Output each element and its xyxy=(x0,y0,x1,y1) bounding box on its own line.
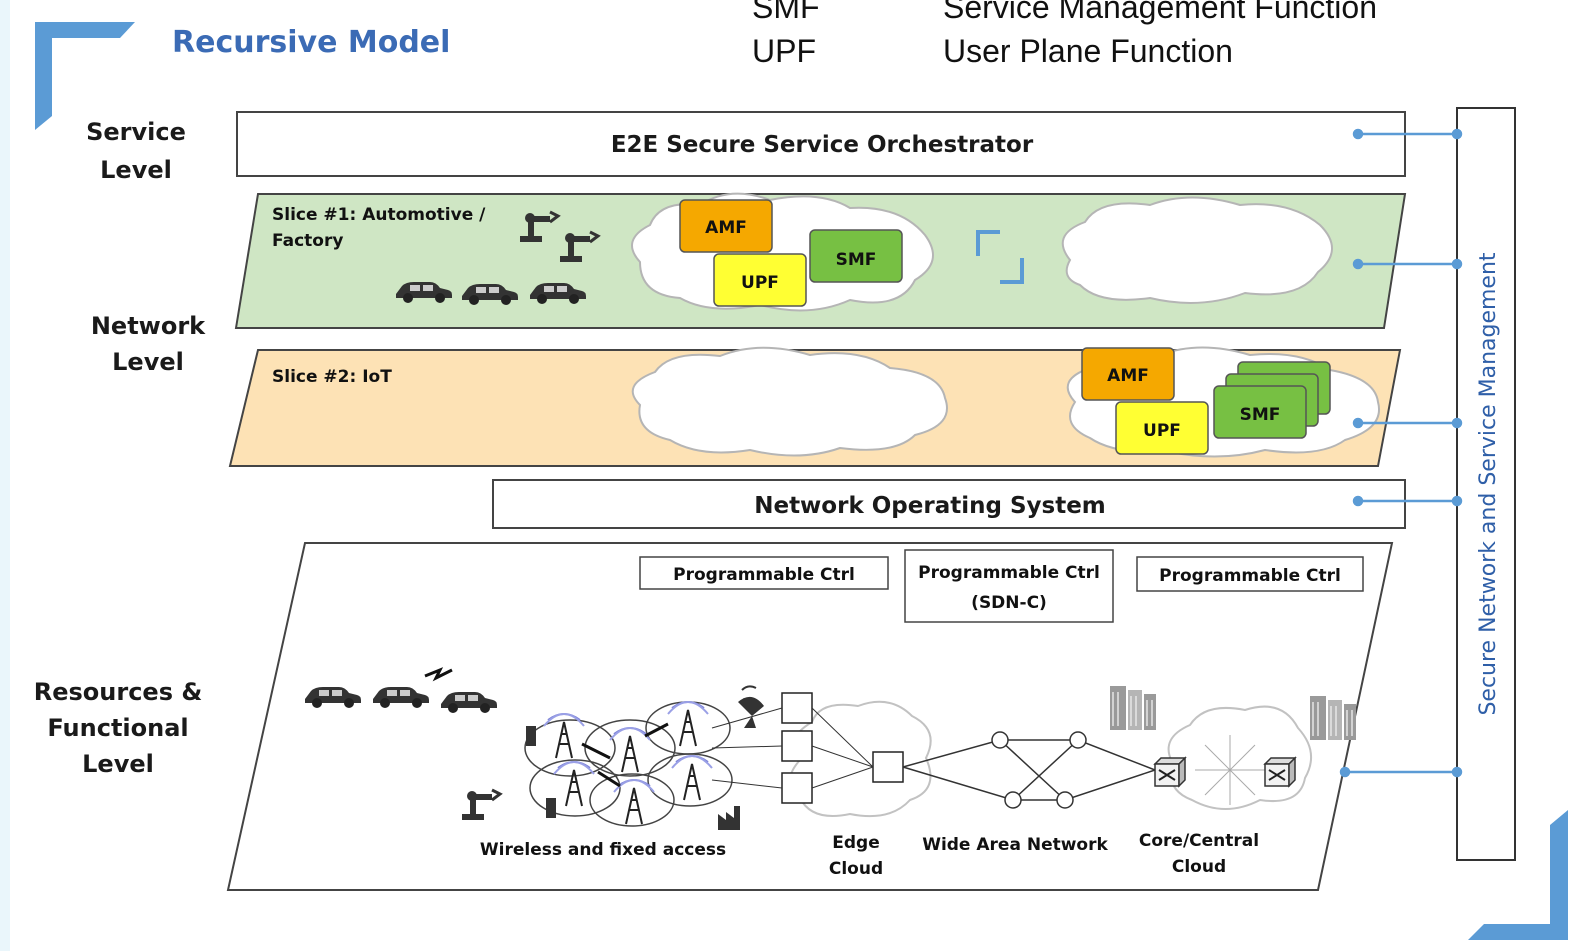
abbreviation-list: SMF Service Management Function UPF User… xyxy=(752,0,1377,69)
svg-text:Resources &: Resources & xyxy=(34,678,203,706)
slice-2-amf: AMF xyxy=(1081,347,1175,401)
svg-text:Network: Network xyxy=(91,312,206,340)
wan-label: Wide Area Network xyxy=(922,835,1108,855)
cloud-icon xyxy=(1061,196,1333,304)
svg-text:Level: Level xyxy=(82,750,154,778)
slice-1-upf: UPF xyxy=(713,253,807,307)
service-level-label: Service Level xyxy=(86,118,186,184)
svg-text:Programmable Ctrl: Programmable Ctrl xyxy=(918,563,1100,583)
svg-text:Level: Level xyxy=(100,156,172,184)
svg-text:Level: Level xyxy=(112,348,184,376)
slice-2-smf-stack: SMF xyxy=(1213,361,1331,439)
svg-text:AMF: AMF xyxy=(1107,366,1149,386)
programmable-ctrl-left: Programmable Ctrl xyxy=(639,556,889,590)
management-connectors xyxy=(1339,128,1463,778)
edge-nodes xyxy=(781,692,904,804)
access-label: Wireless and fixed access xyxy=(480,840,726,860)
frame-bracket-bottom-right xyxy=(1468,810,1568,940)
programmable-ctrl-right: Programmable Ctrl xyxy=(1136,556,1364,592)
abbr-meaning-upf: User Plane Function xyxy=(943,33,1233,69)
management-bar-label: Secure Network and Service Management xyxy=(1476,252,1501,715)
resources-panel: Programmable Ctrl Programmable Ctrl (SDN… xyxy=(226,542,1394,891)
access-network-cells xyxy=(524,701,733,827)
switch-icon xyxy=(1154,757,1186,787)
svg-text:Programmable Ctrl: Programmable Ctrl xyxy=(673,565,855,585)
svg-text:(SDN-C): (SDN-C) xyxy=(971,593,1047,613)
satellite-dish-icon xyxy=(738,685,764,728)
core-mesh xyxy=(1195,735,1265,805)
cloud-icon xyxy=(789,700,932,818)
management-bar: Secure Network and Service Management xyxy=(1456,107,1516,861)
cloud-icon xyxy=(631,346,948,457)
network-level-label: Network Level xyxy=(91,312,206,376)
slice-1-label-line1: Slice #1: Automotive / xyxy=(272,205,486,225)
edge-cloud-label-line2: Cloud xyxy=(829,859,883,879)
abbr-meaning-smf: Service Management Function xyxy=(943,0,1377,25)
core-cloud-label-line1: Core/Central xyxy=(1139,831,1259,851)
phone-icon xyxy=(546,798,556,818)
switch-icon xyxy=(1264,757,1296,787)
phone-icon xyxy=(526,726,536,746)
svg-text:AMF: AMF xyxy=(705,218,747,238)
svg-text:Functional: Functional xyxy=(47,714,188,742)
orchestrator-label: E2E Secure Service Orchestrator xyxy=(611,132,1034,158)
link-arrow-icon xyxy=(581,722,669,788)
nos-label: Network Operating System xyxy=(754,493,1106,519)
bracket-icon xyxy=(976,230,1024,284)
svg-text:UPF: UPF xyxy=(741,273,779,293)
programmable-ctrl-sdn: Programmable Ctrl (SDN-C) xyxy=(904,549,1114,623)
nos-box: Network Operating System xyxy=(492,479,1406,529)
core-cloud-label-line2: Cloud xyxy=(1172,857,1226,877)
slice-2-upf: UPF xyxy=(1115,401,1209,455)
frame-bracket-top-left xyxy=(35,22,135,130)
access-to-edge-links xyxy=(711,707,874,789)
slice-1-label-line2: Factory xyxy=(272,231,343,251)
abbr-code-upf: UPF xyxy=(752,33,816,69)
wireless-signal-icon xyxy=(424,667,453,682)
svg-text:Programmable Ctrl: Programmable Ctrl xyxy=(1159,566,1341,586)
factory-icon xyxy=(718,806,740,830)
svg-text:Service: Service xyxy=(86,118,186,146)
edge-cloud-label-line1: Edge xyxy=(832,833,879,853)
wan-graph xyxy=(902,731,1156,809)
svg-text:UPF: UPF xyxy=(1143,421,1181,441)
resources-level-label: Resources & Functional Level xyxy=(34,678,203,778)
orchestrator-box: E2E Secure Service Orchestrator xyxy=(236,111,1406,177)
slice-2-panel: Slice #2: IoT AMF UPF SMF xyxy=(228,346,1402,467)
abbr-code-smf: SMF xyxy=(752,0,820,25)
slice-2-label: Slice #2: IoT xyxy=(272,367,392,387)
left-edge-strip xyxy=(0,0,10,951)
slice-1-panel: Slice #1: Automotive / Factory AMF UPF S… xyxy=(234,192,1407,329)
slice-1-amf: AMF xyxy=(679,199,773,253)
svg-text:SMF: SMF xyxy=(1240,405,1281,425)
page-title: Recursive Model xyxy=(172,25,450,60)
svg-text:SMF: SMF xyxy=(836,250,877,270)
slice-1-smf: SMF xyxy=(809,229,903,283)
